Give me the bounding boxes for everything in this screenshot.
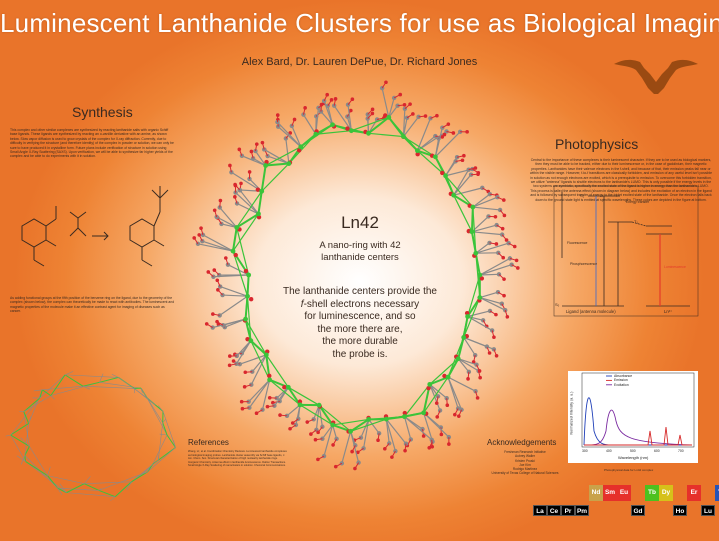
synthesis-heading: Synthesis bbox=[72, 104, 133, 120]
reactant-amine bbox=[69, 227, 79, 237]
element-cell-ho: Ho bbox=[673, 505, 687, 516]
acknowledgements-heading: Acknowledgements bbox=[487, 438, 557, 447]
element-cell-lu: Lu bbox=[701, 505, 715, 516]
element-cell-tb: Tb bbox=[645, 485, 659, 501]
lanthanide-ion-label: Ln³⁺ bbox=[664, 309, 673, 314]
synthesis-text-2: As adding functional groups at the fifth… bbox=[10, 296, 175, 314]
ln42-description: The lanthanide centers provide the f-she… bbox=[278, 286, 442, 361]
acknowledgements-list: Freshman Research Initiative Aubrey Wall… bbox=[470, 450, 580, 476]
photophysics-heading: Photophysics bbox=[555, 136, 639, 152]
ln42-subtitle-line2: lanthanide centers bbox=[321, 252, 399, 263]
ack-item: Aubrey Waller bbox=[515, 454, 535, 459]
ln42-subtitle-line1: A nano-ring with 42 bbox=[319, 240, 401, 251]
spectrum-ylabel: Normalized Intensity (a. u.) bbox=[569, 391, 574, 435]
element-cell-la: La bbox=[533, 505, 547, 516]
ligand-label: Ligand (antenna molecule) bbox=[566, 309, 616, 314]
ln42-desc-f: f bbox=[300, 298, 304, 310]
photophysics-text: Central to the importance of these compl… bbox=[530, 158, 712, 202]
element-cell-dy: Dy bbox=[659, 485, 673, 501]
ln42-desc-line1: The lanthanide centers provide the bbox=[283, 286, 437, 297]
references-heading: References bbox=[188, 438, 229, 447]
s0-label: S₀ bbox=[555, 302, 560, 307]
reactant-aldehyde-ring bbox=[21, 218, 47, 248]
element-cell-gd: Gd bbox=[631, 505, 645, 516]
legend-emission: Emission bbox=[614, 378, 628, 383]
xtick-600: 600 bbox=[654, 449, 660, 453]
antenna-energy-diagram bbox=[553, 185, 699, 317]
xtick-500: 500 bbox=[630, 449, 636, 453]
phosphorescence-label: Phosphorescence bbox=[570, 262, 598, 266]
synthesis-text: This complex and other similar complexes… bbox=[10, 128, 174, 159]
poster-title: Luminescent Lanthanide Clusters for use … bbox=[0, 8, 719, 38]
ack-item: Rodrigo Martinez bbox=[512, 467, 538, 472]
element-cell-pm: Pm bbox=[575, 505, 589, 516]
spectrum-caption: Photophysical data for Ln42 complex bbox=[604, 468, 654, 472]
element-cell-ce: Ce bbox=[547, 505, 561, 516]
ln42-desc-line3: for luminescence, and so bbox=[304, 311, 416, 322]
luminescence-label: Luminescence bbox=[664, 265, 686, 269]
xtick-400: 400 bbox=[606, 449, 612, 453]
ln42-desc-line4: the more there are, bbox=[317, 323, 403, 335]
s1-label: S₁ bbox=[580, 193, 585, 198]
element-cell-er: Er bbox=[687, 485, 701, 501]
element-cell-pr: Pr bbox=[561, 505, 575, 516]
ack-item: Kristen Pruski bbox=[515, 458, 535, 463]
element-cell-yb: Yb bbox=[715, 485, 719, 501]
energy-transfer-arrow bbox=[631, 221, 647, 227]
t1-label: T₁ bbox=[634, 219, 638, 224]
element-cell-eu: Eu bbox=[617, 485, 631, 501]
ln42-subtitle: A nano-ring with 42 lanthanide centers bbox=[270, 240, 450, 264]
ack-item: Freshman Research Initiative bbox=[504, 450, 546, 454]
ln42-desc-line6: the probe is. bbox=[332, 348, 388, 360]
references-text: Zhang, H.; et al. Coordination Chemistry… bbox=[188, 450, 287, 468]
spectrum-xlabel: Wavelength (nm) bbox=[618, 455, 649, 460]
ack-item: University of Texas College of Natural S… bbox=[491, 471, 559, 476]
product-schiff-base-ring bbox=[129, 218, 155, 248]
element-cell-nd: Nd bbox=[589, 485, 603, 501]
ln42-desc-line2: -shell electrons necessary bbox=[303, 298, 420, 310]
legend-excitation: Excitation bbox=[614, 382, 629, 387]
xtick-700: 700 bbox=[678, 449, 684, 453]
synthesis-reaction-scheme bbox=[21, 186, 169, 267]
photophysical-spectrum-plot: Absorbance Emission Excitation Normalize… bbox=[568, 371, 698, 463]
ln42-desc-line5: the more durable bbox=[322, 336, 398, 347]
ln42-name: Ln42 bbox=[341, 213, 379, 232]
small-cluster-structure bbox=[5, 371, 176, 501]
fluorescence-label: Fluorescence bbox=[567, 241, 588, 245]
xtick-300: 300 bbox=[582, 449, 588, 453]
element-cell-sm: Sm bbox=[603, 485, 617, 501]
ack-item: Joe Kim bbox=[519, 462, 531, 467]
longhorn-logo bbox=[614, 59, 698, 94]
energy-transfer-label: Energy transfer bbox=[626, 200, 650, 204]
poster-authors: Alex Bard, Dr. Lauren DePue, Dr. Richard… bbox=[241, 56, 478, 68]
legend-absorbance: Absorbance bbox=[614, 374, 633, 378]
